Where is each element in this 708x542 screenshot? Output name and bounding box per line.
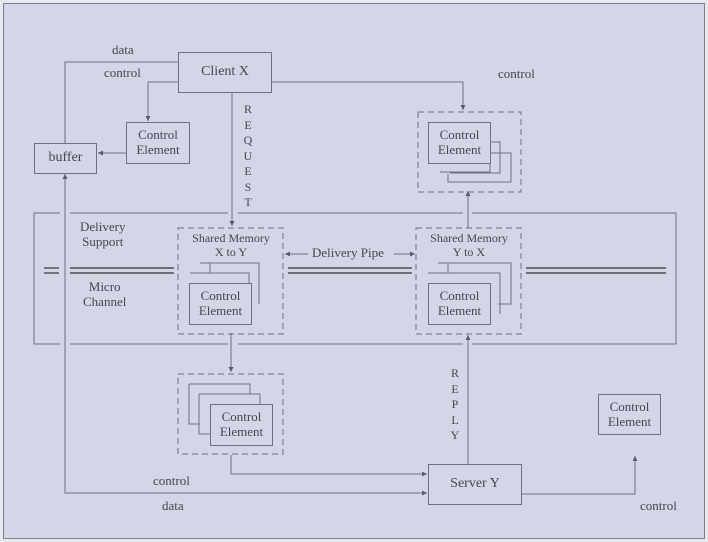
delivery-pipe-label: Delivery Pipe — [312, 245, 384, 260]
shm-xy-line1: Shared Memory — [192, 231, 270, 245]
letter: R — [243, 102, 252, 116]
ce-line2: Element — [198, 303, 243, 318]
ce-line2: Element — [136, 142, 180, 157]
ce-line1: Control — [609, 398, 650, 414]
micro-channel-line2: Channel — [83, 293, 127, 309]
shm-xy-title: Shared Memory X to Y — [180, 231, 282, 260]
letter: Q — [243, 133, 253, 147]
buffer-box: buffer — [34, 143, 97, 174]
data-label-bottom: data — [162, 498, 184, 513]
delivery-support-line1: Delivery — [80, 219, 126, 234]
letter: L — [451, 412, 459, 427]
control-element-top-stack: Control Element — [428, 122, 491, 164]
micro-channel-label: Micro Channel — [83, 279, 127, 310]
server-y-box: Server Y — [428, 464, 522, 505]
control-element-server: Control Element — [598, 394, 661, 435]
shm-yx-title: Shared Memory Y to X — [418, 231, 520, 260]
stack-container-bottom — [177, 373, 284, 455]
control-element-bottom-stack: Control Element — [210, 404, 273, 446]
data-label-top: data — [112, 42, 134, 57]
letter: R — [450, 366, 459, 380]
ce-line1: Control — [439, 288, 480, 304]
control-line-server-ce — [520, 456, 638, 495]
control-line-stack-server — [230, 455, 427, 477]
letter: S — [244, 179, 252, 194]
delivery-support-line2: Support — [82, 233, 124, 249]
delivery-support-label: Delivery Support — [80, 219, 126, 250]
client-x-label: Client X — [201, 64, 249, 80]
stack-container-top — [417, 111, 522, 193]
control-label-top-left: control — [104, 65, 141, 80]
control-line-client-ce — [145, 81, 178, 121]
letter: E — [244, 117, 252, 132]
letter: E — [451, 381, 459, 396]
shared-memory-yx-container — [415, 227, 522, 335]
letter: Y — [450, 428, 460, 442]
ce-line2: Element — [607, 413, 652, 429]
control-element-shm-yx: Control Element — [428, 283, 491, 325]
shared-memory-xy-container — [177, 227, 284, 335]
diagram-frame — [3, 3, 705, 539]
letter: E — [244, 164, 252, 178]
control-label-top-right: control — [498, 66, 535, 81]
micro-channel-line1: Micro — [88, 279, 121, 294]
shm-xy-line2: X to Y — [214, 244, 248, 259]
control-label-bottom-right: control — [640, 498, 677, 513]
control-element-client: Control Element — [126, 122, 190, 164]
data-line-client-buffer — [62, 61, 178, 148]
server-y-label: Server Y — [450, 476, 500, 492]
shm-yx-line1: Shared Memory — [430, 231, 508, 245]
ce-line1: Control — [200, 288, 241, 304]
ce-line1: Control — [138, 127, 178, 143]
data-line-buffer-server — [64, 180, 427, 496]
ce-line2: Element — [219, 424, 264, 439]
buffer-label: buffer — [48, 150, 83, 166]
control-line-stack-client — [273, 81, 466, 110]
letter: P — [451, 397, 459, 411]
ce-line2: Element — [437, 142, 482, 157]
delivery-support-frame — [33, 212, 60, 345]
ce-line1: Control — [221, 409, 262, 425]
client-x-box: Client X — [178, 52, 272, 93]
ce-line1: Control — [439, 127, 480, 143]
letter: T — [244, 195, 252, 209]
ce-line2: Element — [437, 303, 482, 318]
control-label-bottom: control — [153, 473, 190, 488]
control-element-shm-xy: Control Element — [189, 283, 252, 325]
letter: U — [243, 148, 253, 163]
shm-yx-line2: Y to X — [452, 244, 486, 259]
